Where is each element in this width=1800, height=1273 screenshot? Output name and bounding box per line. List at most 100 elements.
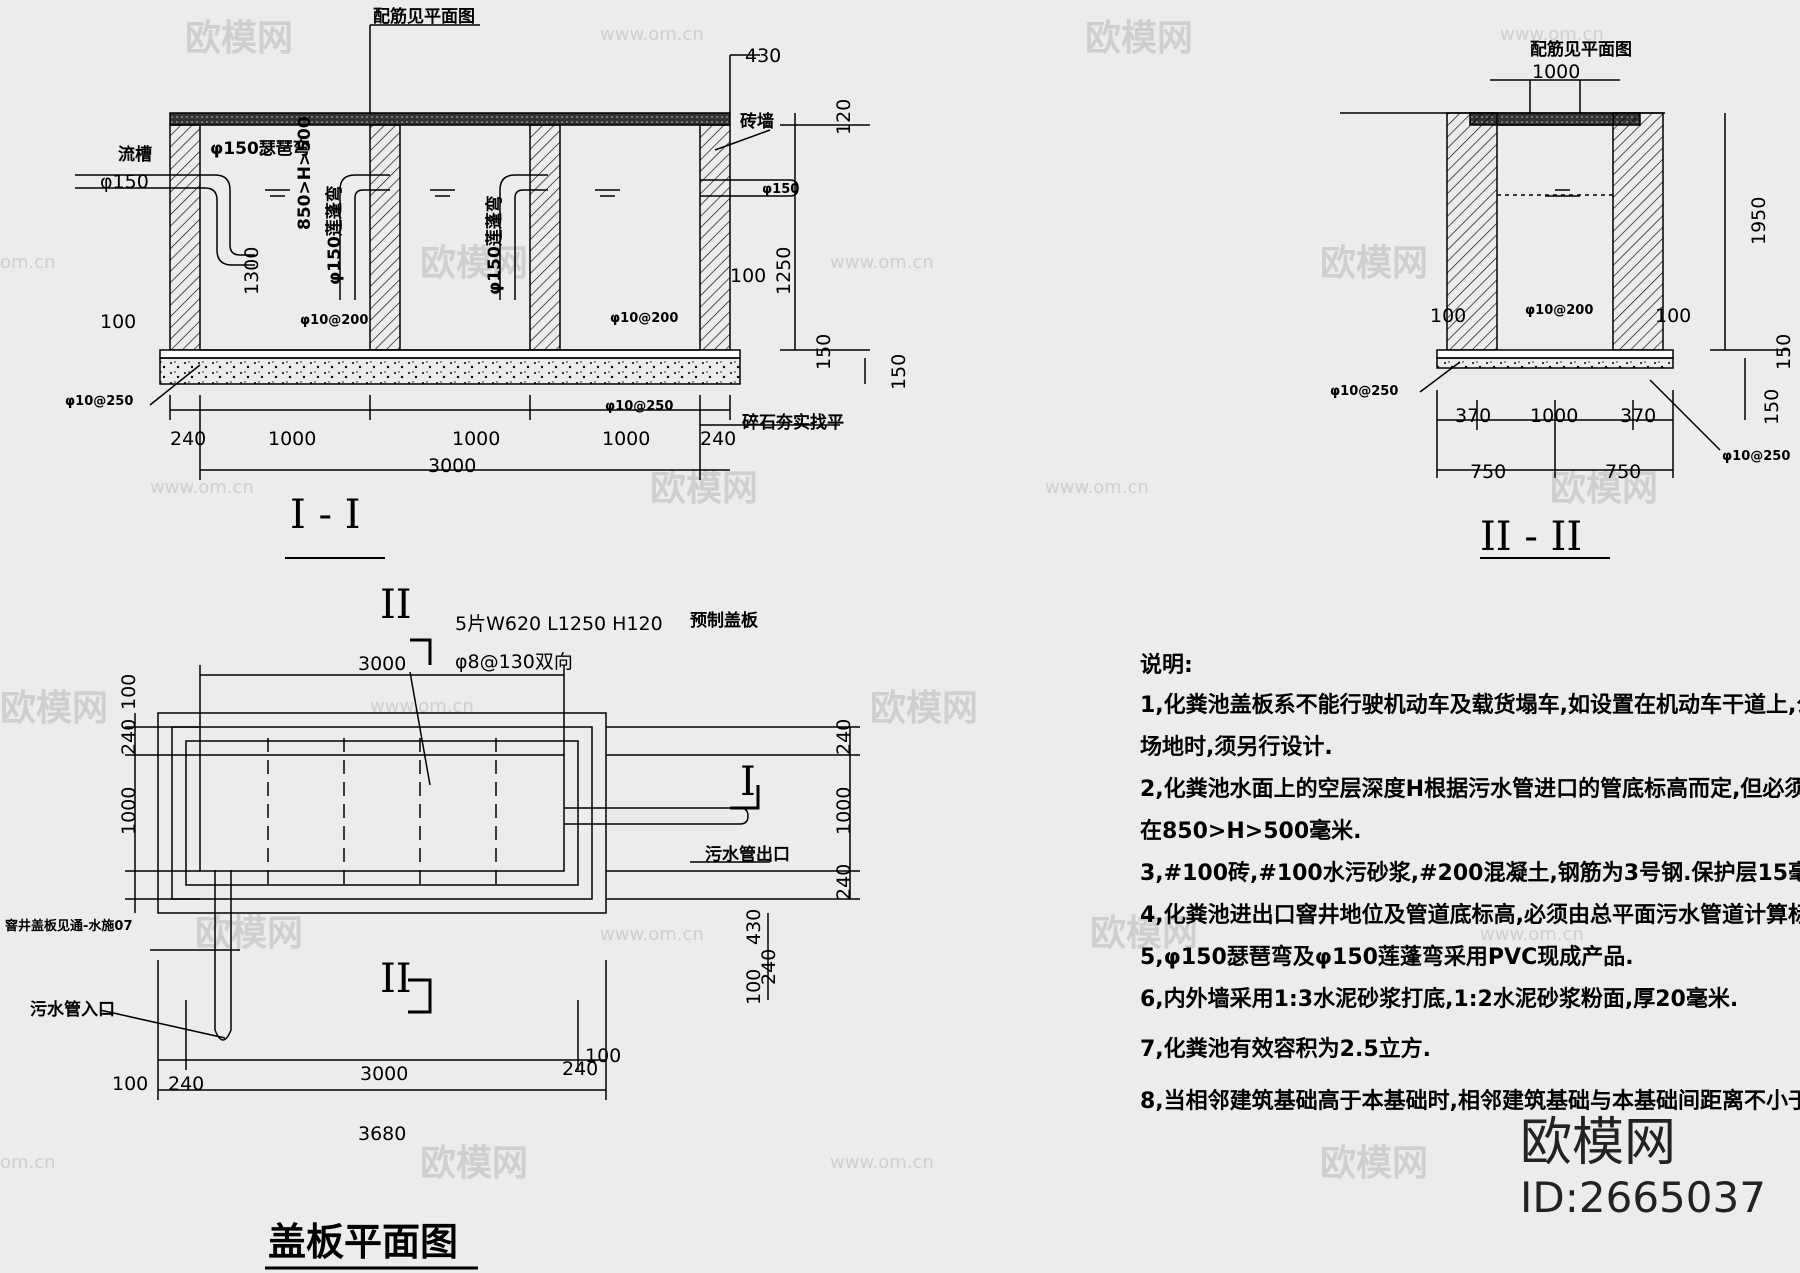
note-line: 7,化粪池有效容积为2.5立方. — [1140, 1036, 1431, 1062]
dim-120: 120 — [833, 99, 855, 135]
dim-430: 430 — [745, 45, 781, 67]
dim-1000-c: 1000 — [602, 428, 650, 450]
dim-1300: 1300 — [241, 247, 263, 295]
dim-430: 430 — [743, 909, 765, 945]
gravel-bed — [159, 357, 741, 385]
tee-pipe-2 — [499, 174, 548, 300]
wall-partition-2 — [529, 124, 561, 351]
dim-750-right: 750 — [1605, 461, 1641, 483]
watermark-brand: 欧模网 — [1090, 913, 1198, 954]
brand-name: 欧模网 — [1520, 1113, 1676, 1173]
dim-100-right: 100 — [730, 265, 766, 287]
watermark-url: www.om.cn — [830, 1152, 934, 1173]
inlet-pipe — [214, 870, 232, 1041]
inlet-pipe — [75, 174, 255, 256]
watermark-url: www.om.cn — [600, 924, 704, 945]
watermark-brand: 欧模网 — [420, 243, 528, 284]
slab-note: 5片W620 L1250 H120 — [455, 613, 663, 635]
watermark-url: www.om.cn — [1500, 24, 1604, 45]
mark-I: I — [740, 759, 756, 805]
watermark-brand: 欧模网 — [1085, 18, 1193, 59]
mark-II-top: II — [380, 582, 412, 628]
dim-100-right: 100 — [1655, 305, 1691, 327]
gravel-label: 碎石夯实找平 — [742, 412, 844, 433]
precast-label: 预制盖板 — [690, 610, 759, 631]
watermarks: 欧模网 欧模网 www.om.cn www.om.cn 欧模网 欧模网 om.c… — [0, 18, 1658, 1184]
dim-370-left: 370 — [1455, 405, 1491, 427]
dim-150-b: 150 — [888, 354, 910, 390]
watermark-brand: 欧模网 — [195, 913, 303, 954]
note-line: 1,化粪池盖板系不能行驶机动车及载货塌车,如设置在机动车干道上,公共活动 — [1140, 692, 1800, 718]
outlet-pipe-label: φ150 — [762, 182, 799, 197]
dim-150-b: 150 — [1761, 389, 1783, 425]
h-note: 850>H>500 — [295, 116, 315, 230]
watermark-url: www.om.cn — [150, 477, 254, 498]
watermark-brand: 欧模网 — [870, 688, 978, 729]
section-1-title: I - I — [290, 492, 361, 538]
dim-100-br: 100 — [585, 1045, 621, 1067]
dim-1000: 1000 — [1530, 405, 1578, 427]
watermark-brand: 欧模网 — [1320, 1143, 1428, 1184]
inlet-pipe-label: φ150 — [100, 171, 149, 193]
watermark-brand: 欧模网 — [1320, 243, 1428, 284]
watermark-brand: 欧模网 — [420, 1143, 528, 1184]
rebar-200: φ10@200 — [1525, 303, 1593, 318]
brick-wall-label: 砖墙 — [740, 111, 774, 132]
watermark-url: om.cn — [0, 1152, 56, 1173]
watermark-brand: 欧模网 — [0, 688, 108, 729]
dim-240-br: 240 — [562, 1058, 598, 1080]
notes-heading: 说明: — [1140, 652, 1193, 678]
tee-label-2: φ150莲蓬弯 — [484, 195, 505, 295]
note-line: 场地时,须另行设计. — [1140, 734, 1333, 760]
dim-100-bl: 100 — [112, 1073, 148, 1095]
outer-foundation — [157, 712, 607, 914]
note-line: 2,化粪池水面上的空层深度H根据污水管进口的管底标高而定,但必须 — [1140, 776, 1800, 802]
elbow-label: φ150瑟琶弯 — [210, 138, 310, 159]
dim-1250: 1250 — [773, 247, 795, 295]
cover-plan — [99, 638, 860, 1270]
rebar-250-left: φ10@250 — [65, 394, 133, 409]
dim-240-b: 240 — [758, 949, 780, 985]
base-slab — [1436, 349, 1674, 359]
mark-II-bottom: II — [380, 956, 412, 1002]
dim-3000: 3000 — [428, 455, 476, 477]
dim-1000-a: 1000 — [268, 428, 316, 450]
brand-logo: 欧模网 ID:2665037 — [1520, 1113, 1766, 1222]
section-2-title: II - II — [1480, 514, 1582, 560]
watermark-url: www.om.cn — [370, 696, 474, 717]
wall-partition-1 — [369, 124, 401, 351]
cover-plan-labels: II 5片W620 L1250 H120 预制盖板 φ8@130双向 3000 … — [5, 582, 855, 1264]
section-1-1 — [75, 24, 870, 559]
dim-3680: 3680 — [358, 1123, 406, 1145]
watermark-url: www.om.cn — [600, 24, 704, 45]
dim-240-r1: 240 — [833, 719, 855, 755]
section-2-2-labels: 配筋见平面图 1000 1950 100 100 φ10@200 φ10@250… — [1330, 39, 1795, 560]
tee-label-1: φ150莲蓬弯 — [324, 185, 345, 285]
manhole-label: 窨井盖板见通-水施07 — [5, 918, 133, 934]
notes: 说明: 1,化粪池盖板系不能行驶机动车及载货塌车,如设置在机动车干道上,公共活动… — [1140, 652, 1800, 1114]
watermark-brand: 欧模网 — [650, 468, 758, 509]
plan-title: 盖板平面图 — [268, 1220, 458, 1264]
dim-370-right: 370 — [1620, 405, 1656, 427]
note-line: 4,化粪池进出口窨井地位及管道底标高,必须由总平面污水管道计算标高决定. — [1140, 902, 1800, 928]
note-line: 在850>H>500毫米. — [1140, 818, 1361, 844]
watermark-brand: 欧模网 — [185, 18, 293, 59]
watermark-url: om.cn — [0, 252, 56, 273]
dim-750-left: 750 — [1470, 461, 1506, 483]
top-note: 配筋见平面图 — [1530, 39, 1632, 60]
note-line: 8,当相邻建筑基础高于本基础时,相邻建筑基础与本基础间距离不小于其高差. — [1140, 1088, 1800, 1114]
dim-240-bl: 240 — [168, 1073, 204, 1095]
dim-1000-top: 1000 — [1532, 61, 1580, 83]
dim-240-a: 240 — [118, 719, 140, 755]
dim-240-left: 240 — [170, 428, 206, 450]
dim-100-b: 100 — [743, 969, 765, 1005]
dim-1000-right: 1000 — [833, 787, 855, 835]
dim-150-a: 150 — [813, 334, 835, 370]
dim-1000-left: 1000 — [118, 787, 140, 835]
rebar-250-left: φ10@250 — [1330, 384, 1398, 399]
note-line: 3,#100砖,#100水污砂浆,#200混凝土,钢筋为3号钢.保护层15毫米. — [1140, 860, 1800, 886]
tee-pipe-1 — [339, 174, 390, 300]
dim-240-right: 240 — [700, 428, 736, 450]
dim-150-a: 150 — [1773, 334, 1795, 370]
